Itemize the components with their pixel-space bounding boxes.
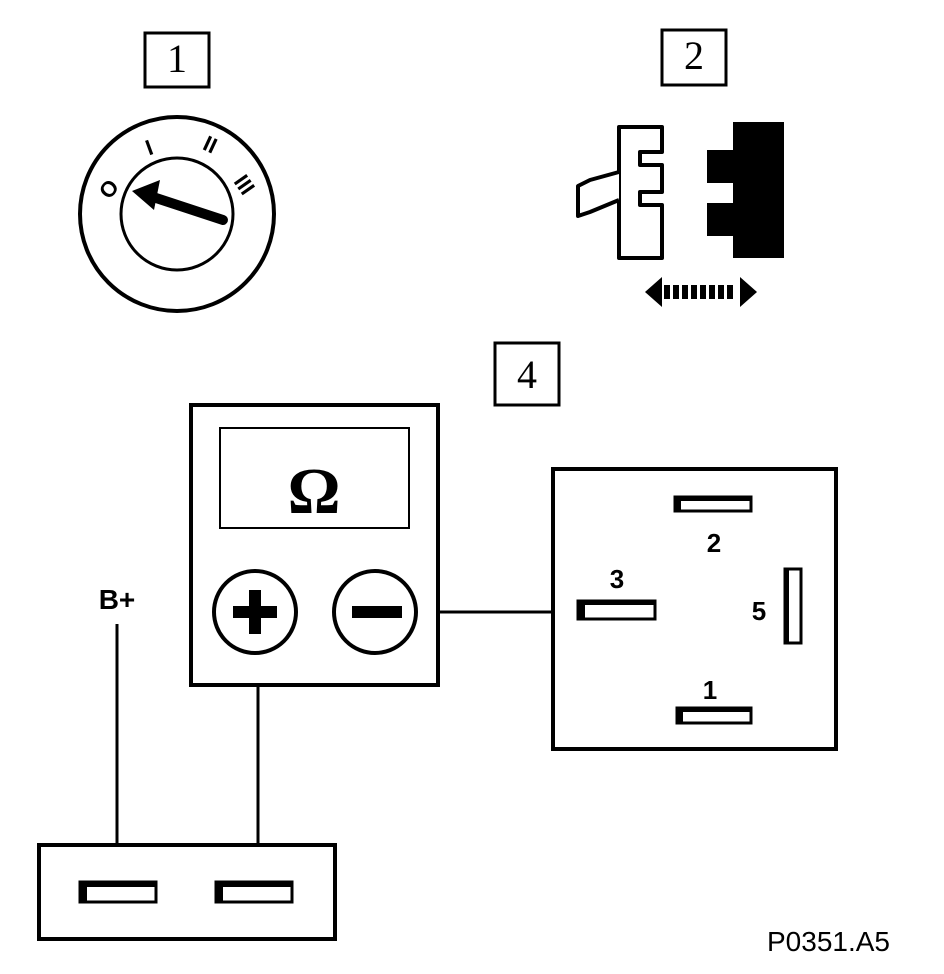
relay-pin-5-label: 5 bbox=[752, 596, 766, 626]
ignition-switch-icon: O I II III bbox=[78, 115, 276, 313]
relay-pin-1: 1 bbox=[675, 675, 753, 725]
relay-pin-3: 3 bbox=[576, 564, 657, 621]
step-1-label: 1 bbox=[143, 31, 211, 89]
relay-pin-5: 5 bbox=[752, 567, 803, 645]
step-4-number: 4 bbox=[517, 352, 537, 397]
step-2-label: 2 bbox=[660, 28, 728, 87]
relay: 2 3 5 1 bbox=[551, 467, 838, 751]
plus-terminal bbox=[212, 569, 298, 655]
step-2-number: 2 bbox=[684, 33, 704, 78]
relay-pin-2-label: 2 bbox=[707, 528, 721, 558]
battery-positive-label: B+ bbox=[99, 584, 136, 615]
step-4-label: 4 bbox=[493, 341, 561, 407]
relay-pin-2: 2 bbox=[673, 495, 753, 558]
step-1-number: 1 bbox=[167, 36, 187, 81]
connector-disconnect-icon bbox=[576, 122, 784, 307]
relay-pin-3-label: 3 bbox=[610, 564, 624, 594]
ohmmeter-display bbox=[219, 427, 410, 529]
minus-terminal bbox=[332, 569, 418, 655]
relay-pin-1-label: 1 bbox=[703, 675, 717, 705]
ohmmeter: Ω bbox=[189, 403, 440, 687]
battery-pin-right bbox=[214, 880, 294, 904]
battery-pin-left bbox=[78, 880, 158, 904]
figure-code: P0351.A5 bbox=[767, 926, 890, 957]
ohm-symbol: Ω bbox=[288, 455, 341, 528]
battery-connector bbox=[37, 843, 337, 941]
